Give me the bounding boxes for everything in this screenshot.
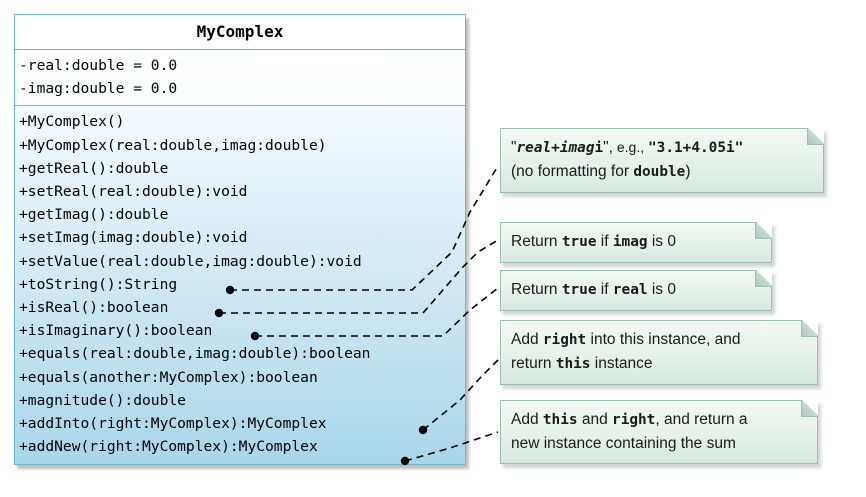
note-isreal: Return true if imag is 0 [500,222,772,263]
note-text: Return [511,233,562,250]
methods-compartment: +MyComplex() +MyComplex(real:double,imag… [15,106,465,465]
method-row: +addInto(right:MyComplex):MyComplex [19,415,327,433]
format-italic: real+imag [516,140,595,156]
uml-class-box: MyComplex -real:double = 0.0 -imag:doubl… [14,14,466,466]
note-line: Return true if real is 0 [511,278,761,302]
note-text: if [596,233,613,250]
method-row: +equals(another:MyComplex):boolean [19,368,318,386]
note-fold-icon [801,400,818,417]
quote-open: " [511,139,517,156]
note-text: return [511,355,556,372]
attribute-row: -imag:double = 0.0 [19,80,178,98]
note-line: Add right into this instance, and [511,328,807,352]
note-fold-icon [755,222,772,239]
note-text: Add [511,411,543,428]
code-token: true [561,234,597,250]
note-text: is 0 [647,233,676,250]
imaginary-unit: i [594,140,604,156]
note-line: new instance containing the sum [511,432,807,455]
eg-label: e.g., [612,139,649,155]
note-text: into this instance, and [586,331,741,348]
note-text: and [577,411,613,428]
note-fold-icon [807,128,824,145]
note-text: new instance containing the sum [511,435,736,452]
note-text: , and return a [655,411,748,428]
method-row: +toString():String [19,275,178,293]
attribute-row: -real:double = 0.0 [19,57,178,74]
code-token: this [555,356,591,372]
note-fold-icon [755,270,772,287]
note-line: return this instance [511,352,807,376]
code-token: right [542,332,587,348]
method-row: +MyComplex() [19,113,125,131]
method-row: +MyComplex(real:double,imag:double) [19,136,327,154]
method-row: +isReal():boolean [19,299,169,317]
method-row: +getReal():double [19,159,169,177]
note-text: (no formatting for [511,163,634,180]
code-token: this [542,412,578,428]
note-line: Return true if imag is 0 [511,230,761,254]
attributes-compartment: -real:double = 0.0 -imag:double = 0.0 [15,50,465,107]
note-tostring: "real+imagi", e.g., "3.1+4.05i" (no form… [500,128,824,193]
note-line: "real+imagi", e.g., "3.1+4.05i" [511,136,813,160]
note-text: ) [685,163,691,180]
class-name-compartment: MyComplex [15,15,465,50]
note-addinto: Add right into this instance, and return… [500,320,818,385]
code-token: double [633,164,686,180]
note-text: if [596,281,613,298]
note-text: Return [511,281,562,298]
class-name: MyComplex [196,22,284,41]
code-token: imag [612,234,648,250]
note-line: (no formatting for double) [511,160,813,184]
note-isimaginary: Return true if real is 0 [500,270,772,311]
note-line: Add this and right, and return a [511,408,807,432]
code-token: true [561,282,597,298]
method-row: +setImag(imag:double):void [19,229,248,247]
code-token: real [612,282,648,298]
method-row: +addNew(right:MyComplex):MyComplex [19,438,318,456]
format-example: "3.1+4.05i" [648,140,744,156]
code-token: right [612,412,656,428]
note-addnew: Add this and right, and return a new ins… [500,400,818,464]
note-text: instance [590,355,653,372]
note-fold-icon [801,320,818,337]
method-row: +setReal(real:double):void [19,183,248,201]
method-row: +getImag():double [19,206,169,224]
quote-close: ", [603,139,613,156]
note-text: Add [511,331,543,348]
method-row: +isImaginary():boolean [19,322,213,340]
note-text: is 0 [647,281,676,298]
method-row: +equals(real:double,imag:double):boolean [19,345,371,363]
method-row: +magnitude():double [19,391,186,409]
method-row: +setValue(real:double,imag:double):void [19,252,362,270]
